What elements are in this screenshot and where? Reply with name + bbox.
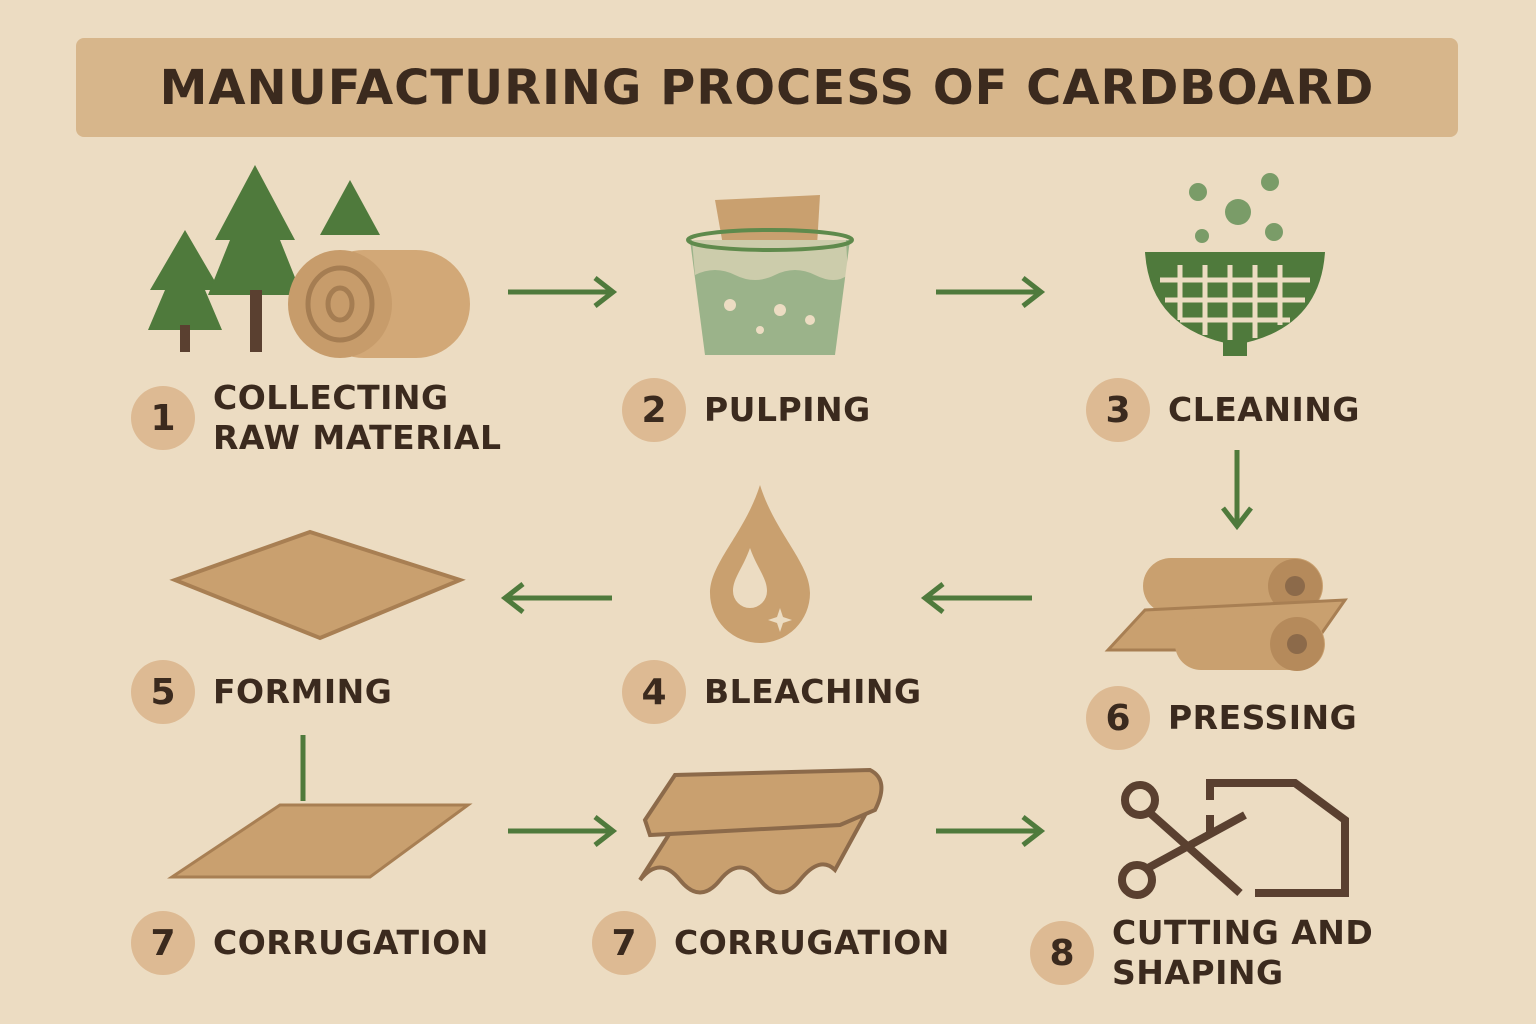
- connector-5-to-7: [300, 735, 306, 801]
- step-forming: 5 FORMING: [131, 660, 392, 724]
- arrow-2-to-3: [936, 276, 1046, 308]
- step-label: FORMING: [213, 672, 393, 711]
- strainer-icon: [1145, 173, 1325, 356]
- step-label: RAW MATERIAL: [213, 418, 502, 457]
- step-bleaching: 4 BLEACHING: [622, 660, 922, 724]
- step-number-badge: 8: [1030, 921, 1094, 985]
- corrugated-board-icon: [638, 767, 884, 895]
- step-label: PULPING: [704, 390, 871, 429]
- step-label: CORRUGATION: [213, 923, 489, 962]
- arrow-7-to-8: [936, 815, 1046, 847]
- step-pulping: 2 PULPING: [622, 378, 871, 442]
- step-number-badge: 3: [1086, 378, 1150, 442]
- step-number-badge: 1: [131, 386, 195, 450]
- arrow-7-to-7: [508, 815, 618, 847]
- step-corrugation-1: 7 CORRUGATION: [131, 911, 489, 975]
- title-bar: MANUFACTURING PROCESS OF CARDBOARD: [76, 38, 1458, 137]
- scissors-box-icon: [1118, 779, 1349, 899]
- step-number-badge: 2: [622, 378, 686, 442]
- trees-log-icon: [148, 165, 470, 358]
- step-corrugation-2: 7 CORRUGATION: [592, 911, 950, 975]
- step-label: COLLECTING: [213, 378, 449, 417]
- arrow-4-to-5: [500, 582, 612, 614]
- rollers-icon: [1104, 558, 1348, 671]
- step-pressing: 6 PRESSING: [1086, 686, 1357, 750]
- step-number-badge: 4: [622, 660, 686, 724]
- step-label: BLEACHING: [704, 672, 922, 711]
- step-label: PRESSING: [1168, 698, 1358, 737]
- step-label: SHAPING: [1112, 953, 1284, 992]
- page-title: MANUFACTURING PROCESS OF CARDBOARD: [159, 59, 1375, 116]
- droplet-icon: [710, 485, 810, 643]
- arrow-6-to-4: [920, 582, 1032, 614]
- step-label: CORRUGATION: [674, 923, 950, 962]
- pulp-basin-icon: [686, 195, 854, 355]
- step-number-badge: 6: [1086, 686, 1150, 750]
- step-number-badge: 7: [131, 911, 195, 975]
- flat-sheet-icon: [167, 803, 473, 879]
- arrow-1-to-2: [508, 276, 618, 308]
- sheet-icon: [169, 529, 466, 641]
- step-cleaning: 3 CLEANING: [1086, 378, 1360, 442]
- step-label: CUTTING AND: [1112, 913, 1374, 952]
- step-label: CLEANING: [1168, 390, 1360, 429]
- step-number-badge: 5: [131, 660, 195, 724]
- arrow-3-to-6: [1221, 450, 1253, 531]
- step-number-badge: 7: [592, 911, 656, 975]
